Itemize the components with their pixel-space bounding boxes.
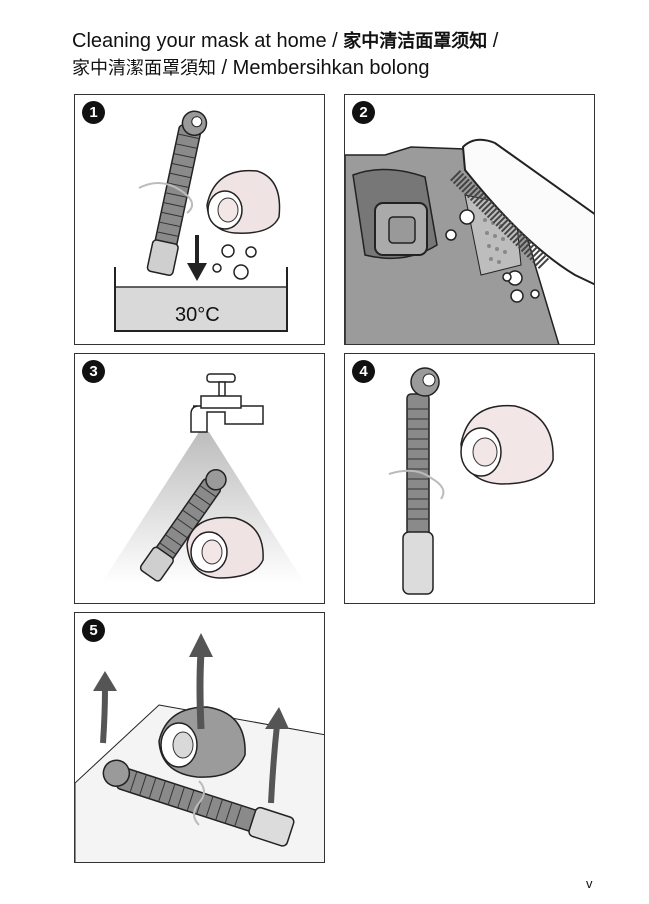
page-number: v: [586, 876, 593, 891]
step-2-panel: 2: [344, 94, 595, 345]
step-5-badge: 5: [82, 619, 105, 642]
title-english: Cleaning your mask at home /: [72, 30, 344, 52]
step-4-illustration: [388, 367, 554, 595]
step-1-illustration: 30°C: [114, 110, 288, 332]
step-4-panel: 4: [344, 353, 595, 604]
step-2-illustration: [345, 138, 594, 344]
step-1-badge: 1: [82, 101, 105, 124]
step-4-badge: 4: [352, 360, 375, 383]
step-5-panel: 5: [74, 612, 325, 863]
title-separator: /: [487, 30, 499, 52]
step-3-illustration: [101, 373, 305, 584]
title-chinese-simplified: 家中清洁面罩须知: [343, 31, 488, 52]
step-1-panel: 1 30°C: [74, 94, 325, 345]
water-temperature: 30°C: [175, 304, 220, 326]
title-malay: / Membersihkan bolong: [216, 57, 430, 79]
step-2-badge: 2: [352, 101, 375, 124]
page-title: Cleaning your mask at home / 家中清洁面罩须知 / …: [72, 28, 632, 82]
step-3-panel: 3: [74, 353, 325, 604]
step-3-badge: 3: [82, 360, 105, 383]
title-chinese-traditional: 家中清潔面罩須知: [72, 58, 216, 79]
step-5-illustration: [75, 633, 324, 862]
